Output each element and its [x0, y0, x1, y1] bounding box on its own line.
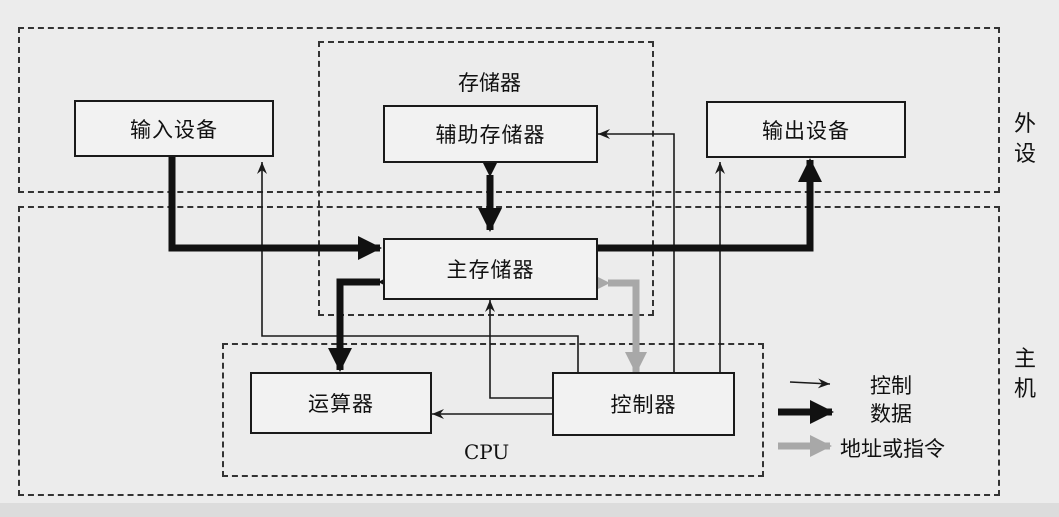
host-label: 主机 [1013, 347, 1036, 402]
storage-label: 存储器 [458, 71, 521, 95]
legend-address-label: 地址或指令 [840, 437, 945, 461]
cpu-region [222, 343, 764, 477]
control-line-aux [598, 129, 675, 372]
output-device-box: 输出设备 [706, 101, 906, 158]
peripheral-label: 外设 [1013, 112, 1036, 167]
bottom-strip [0, 503, 1059, 517]
main-memory-box: 主存储器 [383, 238, 598, 300]
address-arrow-memory-controller [588, 272, 647, 374]
peripheral-region [18, 27, 1000, 193]
control-line-memory [485, 300, 552, 399]
legend-control-line [789, 378, 831, 389]
controller-box: 控制器 [552, 372, 735, 436]
data-arrow-main-alu [328, 270, 402, 372]
data-arrow-memory-output [598, 158, 822, 252]
data-arrow-input-memory [168, 157, 382, 260]
storage-region [318, 41, 654, 316]
legend-data-label: 数据 [870, 402, 912, 426]
host-region [18, 206, 1000, 496]
aux-storage-box: 辅助存储器 [383, 105, 598, 163]
input-device-box: 输入设备 [74, 100, 274, 157]
cpu-label: CPU [464, 440, 510, 464]
legend-control-label: 控制 [870, 374, 912, 398]
alu-box: 运算器 [250, 372, 432, 434]
